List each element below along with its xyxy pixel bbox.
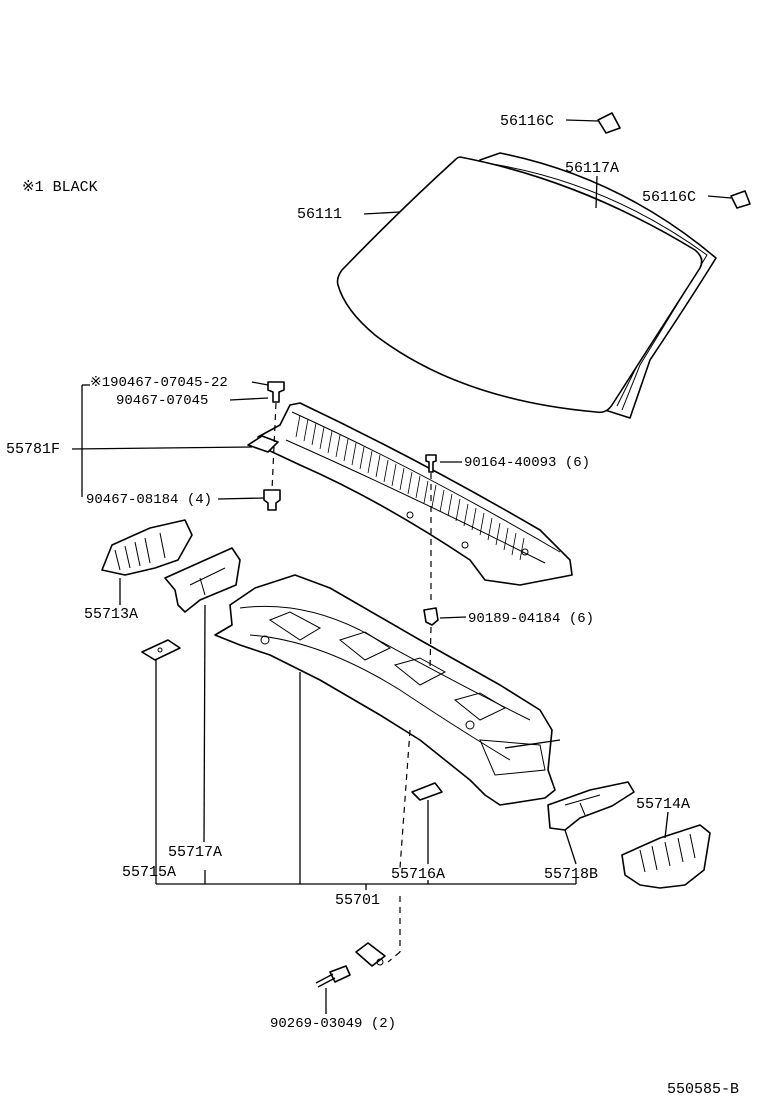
bracket-55713a bbox=[101, 519, 193, 576]
label-55716a: 55716A bbox=[391, 866, 445, 883]
label-55701: 55701 bbox=[335, 892, 380, 909]
label-90467-07045-22: ※190467-07045-22 bbox=[90, 375, 228, 391]
label-55713a: 55713A bbox=[84, 606, 138, 623]
diagram-code: 550585-B bbox=[667, 1081, 739, 1098]
label-90467-07045: 90467-07045 bbox=[116, 393, 208, 409]
label-55718b: 55718B bbox=[544, 866, 598, 883]
bracket-55716a bbox=[411, 782, 443, 801]
clip-56116c-right bbox=[730, 190, 751, 209]
label-90189: 90189-04184 (6) bbox=[468, 611, 594, 627]
screw-90164 bbox=[425, 454, 437, 473]
windshield-glass bbox=[336, 156, 703, 414]
bracket-55718b bbox=[547, 781, 635, 831]
clip-90467-08184 bbox=[263, 489, 281, 511]
label-55715a: 55715A bbox=[122, 864, 176, 881]
label-56116c-top: 56116C bbox=[500, 113, 554, 130]
label-56111: 56111 bbox=[297, 206, 342, 223]
label-55717a: 55717A bbox=[168, 844, 222, 861]
bolt-90269 bbox=[315, 965, 351, 988]
bracket-55717a bbox=[164, 547, 241, 613]
screw-90189 bbox=[423, 607, 439, 626]
label-55714a: 55714A bbox=[636, 796, 690, 813]
bracket-55714a bbox=[621, 824, 711, 889]
label-56117a: 56117A bbox=[565, 160, 619, 177]
bracket-55715a bbox=[141, 639, 181, 661]
clip-90467-07045 bbox=[267, 381, 285, 403]
cowl-panel bbox=[214, 574, 561, 806]
label-55781f: 55781F bbox=[6, 441, 60, 458]
label-90164: 90164-40093 (6) bbox=[464, 455, 590, 471]
label-90269: 90269-03049 (2) bbox=[270, 1016, 396, 1032]
label-56116c-right: 56116C bbox=[642, 189, 696, 206]
cowl-louver bbox=[247, 402, 573, 586]
plate-bottom bbox=[355, 942, 386, 967]
clip-56116c-top bbox=[597, 112, 621, 134]
label-90467-08184: 90467-08184 (4) bbox=[86, 492, 212, 508]
louver-grille bbox=[295, 414, 525, 561]
color-note: ※1 BLACK bbox=[22, 179, 98, 196]
windshield-assembly bbox=[336, 112, 751, 419]
